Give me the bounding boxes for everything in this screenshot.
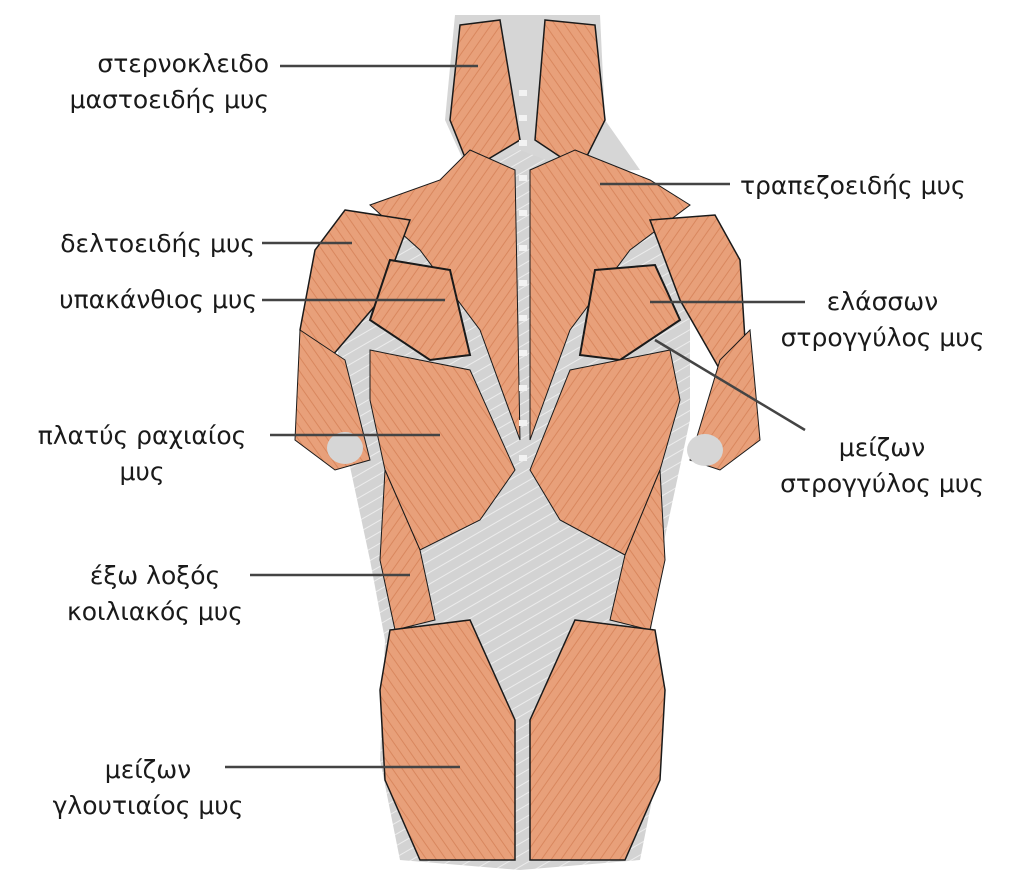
elbow-left [327, 432, 363, 464]
label-deltoid: δελτοειδής μυς [60, 226, 255, 262]
label-trapezius: τραπεζοειδής μυς [740, 168, 966, 204]
label-infraspinatus: υπακάνθιος μυς [59, 282, 257, 318]
elbow-right [687, 434, 723, 466]
